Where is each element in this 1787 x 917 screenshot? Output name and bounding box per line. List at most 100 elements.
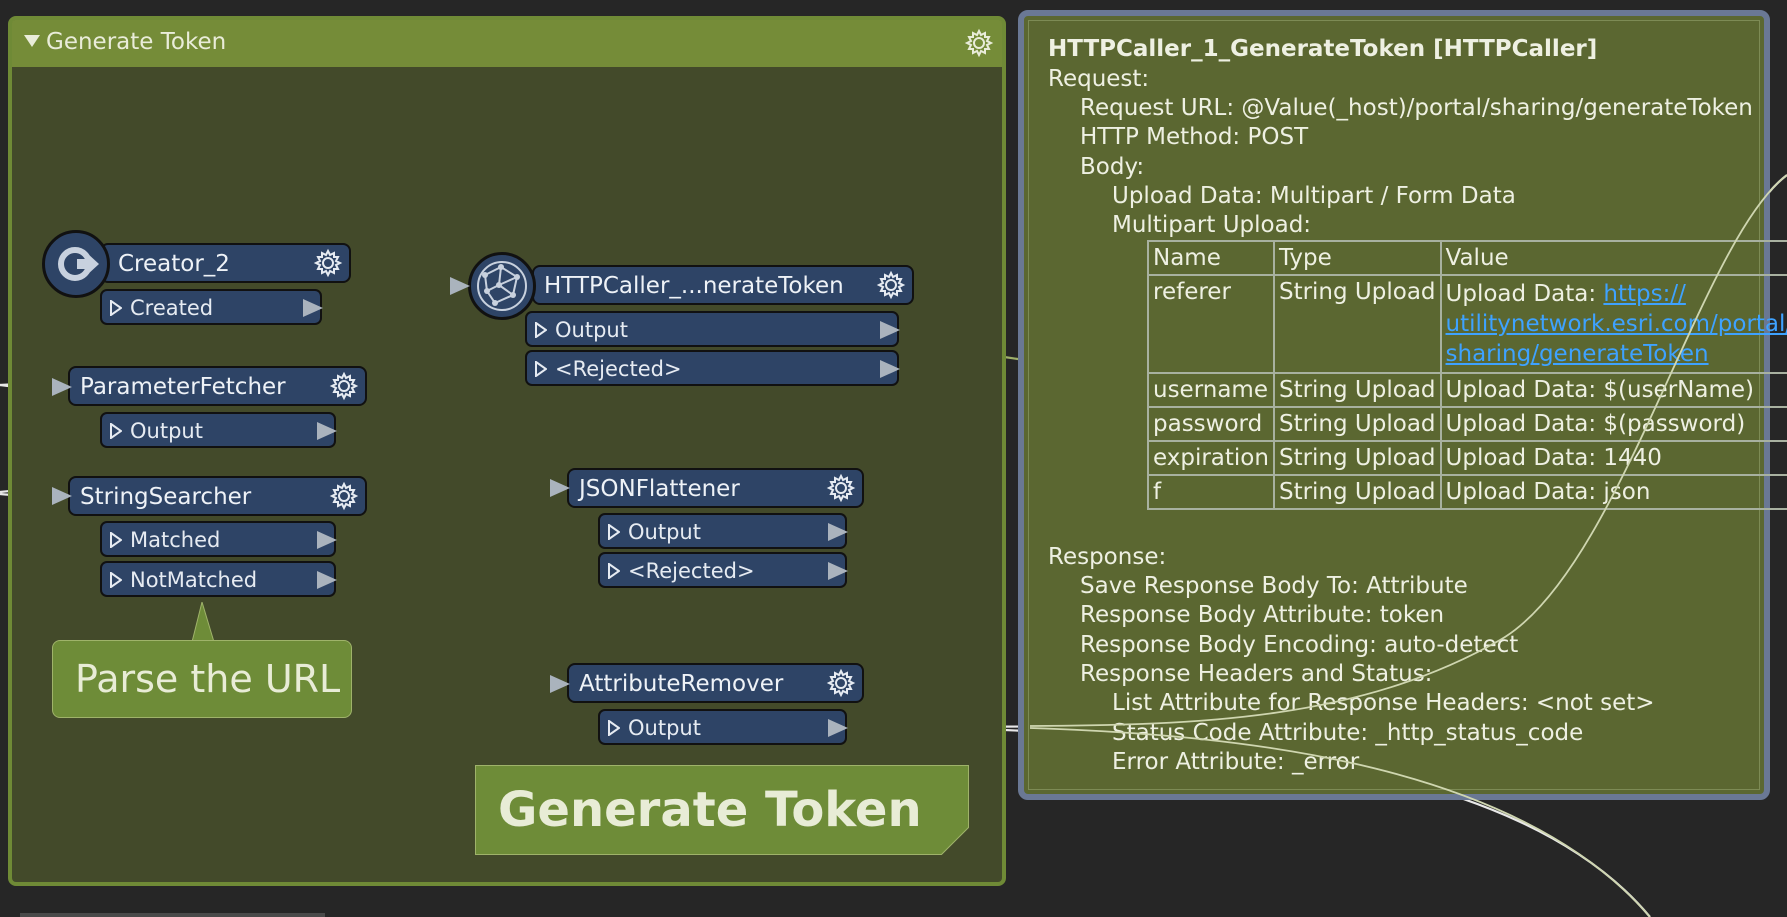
transformer-label: HTTPCaller_...nerateToken — [544, 273, 844, 299]
cell-type: String Upload — [1272, 440, 1442, 476]
body-label: Body: — [1080, 154, 1145, 180]
gear-icon[interactable] — [826, 668, 856, 698]
status-code: Status Code Attribute: _http_status_code — [1112, 720, 1584, 746]
cell-type: String Upload — [1272, 474, 1442, 510]
bookmark-header[interactable]: Generate Token — [12, 20, 1002, 67]
expand-triangle-icon — [608, 524, 620, 540]
panel-title: HTTPCaller_1_GenerateToken [HTTPCaller] — [1048, 36, 1598, 62]
output-arrow-icon[interactable] — [828, 523, 848, 541]
gear-icon[interactable] — [964, 28, 994, 58]
upload-data: Upload Data: Multipart / Form Data — [1112, 183, 1516, 209]
transformer-httpcaller[interactable]: HTTPCaller_...nerateToken — [532, 265, 914, 305]
url-link[interactable]: sharing/generateToken — [1445, 341, 1709, 367]
expand-triangle-icon — [535, 361, 547, 377]
output-arrow-icon[interactable] — [828, 562, 848, 580]
output-port-rejected[interactable]: <Rejected> — [598, 552, 848, 588]
horizontal-scrollbar[interactable] — [20, 913, 325, 917]
error-attribute: Error Attribute: _error — [1112, 749, 1360, 775]
cell-name: expiration — [1147, 440, 1275, 476]
cell-type: String Upload — [1272, 274, 1442, 374]
output-port-output[interactable]: Output — [598, 709, 848, 745]
http-globe-icon[interactable] — [468, 252, 536, 320]
request-label: Request: — [1048, 66, 1150, 92]
output-port-output[interactable]: Output — [598, 513, 848, 549]
input-arrow-icon[interactable] — [550, 675, 570, 693]
table-row: referer String Upload Upload Data: https… — [1147, 274, 1787, 374]
output-port-matched[interactable]: Matched — [100, 521, 337, 557]
multipart-label: Multipart Upload: — [1112, 212, 1312, 238]
expand-triangle-icon — [608, 563, 620, 579]
expand-triangle-icon — [535, 322, 547, 338]
save-response: Save Response Body To: Attribute — [1080, 573, 1468, 599]
multipart-table: Name Type Value referer String Upload Up… — [1147, 240, 1787, 510]
output-arrow-icon[interactable] — [317, 422, 337, 440]
cell-name: username — [1147, 372, 1275, 408]
cell-value: Upload Data: $(password) — [1439, 406, 1787, 442]
output-arrow-icon[interactable] — [303, 299, 323, 317]
folded-corner-icon — [941, 827, 969, 855]
transformer-label: ParameterFetcher — [80, 374, 286, 400]
url-link[interactable]: utilitynetwork.esri.com/portal/ — [1445, 311, 1787, 337]
annotation-generate-token[interactable]: Generate Token — [475, 765, 969, 855]
response-label: Response: — [1048, 544, 1167, 570]
cell-value: Upload Data: 1440 — [1439, 440, 1787, 476]
transformer-label: StringSearcher — [80, 484, 252, 510]
expand-triangle-icon — [110, 300, 122, 316]
http-method: HTTP Method: POST — [1080, 124, 1309, 150]
transformer-attributeremover[interactable]: AttributeRemover — [567, 663, 864, 703]
input-arrow-icon[interactable] — [52, 487, 72, 505]
transformer-string-searcher[interactable]: StringSearcher — [68, 476, 367, 516]
annotation-pointer — [191, 602, 215, 642]
output-port-created[interactable]: Created — [100, 289, 323, 325]
transformer-label: Creator_2 — [118, 251, 230, 277]
cell-value: Upload Data: json — [1439, 474, 1787, 510]
output-arrow-icon[interactable] — [880, 360, 900, 378]
output-port-rejected[interactable]: <Rejected> — [525, 350, 900, 386]
transformer-parameter-fetcher[interactable]: ParameterFetcher — [68, 366, 367, 406]
creator-icon[interactable] — [42, 230, 110, 298]
cell-name: password — [1147, 406, 1275, 442]
table-row: password String Upload Upload Data: $(pa… — [1147, 406, 1787, 442]
annotation-parse-url[interactable]: Parse the URL — [52, 640, 352, 718]
collapse-triangle-icon[interactable] — [24, 34, 40, 47]
transformer-jsonflattener[interactable]: JSONFlattener — [567, 468, 864, 508]
cell-type: String Upload — [1272, 406, 1442, 442]
gear-icon[interactable] — [329, 481, 359, 511]
column-header: Name — [1147, 240, 1275, 276]
transformer-creator-2[interactable]: Creator_2 — [100, 243, 351, 283]
output-port-output[interactable]: Output — [525, 311, 900, 347]
output-port-output[interactable]: Output — [100, 412, 337, 448]
cell-value: Upload Data: $(userName) — [1439, 372, 1787, 408]
output-arrow-icon[interactable] — [828, 719, 848, 737]
output-arrow-icon[interactable] — [880, 321, 900, 339]
response-encoding: Response Body Encoding: auto-detect — [1080, 632, 1519, 658]
transformer-label: JSONFlattener — [579, 476, 740, 502]
bookmark-title[interactable]: Generate Token — [24, 29, 226, 55]
table-header-row: Name Type Value — [1147, 240, 1787, 276]
column-header: Type — [1272, 240, 1442, 276]
gear-icon[interactable] — [876, 270, 906, 300]
input-arrow-icon[interactable] — [52, 378, 72, 396]
cell-value: Upload Data: https:// utilitynetwork.esr… — [1439, 274, 1787, 374]
input-arrow-icon[interactable] — [550, 479, 570, 497]
table-row: username String Upload Upload Data: $(us… — [1147, 372, 1787, 408]
expand-triangle-icon — [608, 720, 620, 736]
table-row: f String Upload Upload Data: json — [1147, 474, 1787, 510]
expand-triangle-icon — [110, 572, 122, 588]
gear-icon[interactable] — [313, 248, 343, 278]
gear-icon[interactable] — [826, 473, 856, 503]
url-link[interactable]: https:// — [1603, 281, 1686, 307]
request-url: Request URL: @Value(_host)/portal/sharin… — [1080, 95, 1753, 121]
output-arrow-icon[interactable] — [317, 571, 337, 589]
output-port-notmatched[interactable]: NotMatched — [100, 561, 337, 597]
bookmark-generate-token[interactable]: Generate Token — [8, 16, 1006, 886]
output-arrow-icon[interactable] — [317, 531, 337, 549]
cell-name: referer — [1147, 274, 1275, 374]
input-arrow-icon[interactable] — [450, 277, 470, 295]
gear-icon[interactable] — [329, 371, 359, 401]
headers-status: Response Headers and Status: — [1080, 661, 1433, 687]
table-row: expiration String Upload Upload Data: 14… — [1147, 440, 1787, 476]
expand-triangle-icon — [110, 532, 122, 548]
list-attribute: List Attribute for Response Headers: <no… — [1112, 690, 1655, 716]
expand-triangle-icon — [110, 423, 122, 439]
